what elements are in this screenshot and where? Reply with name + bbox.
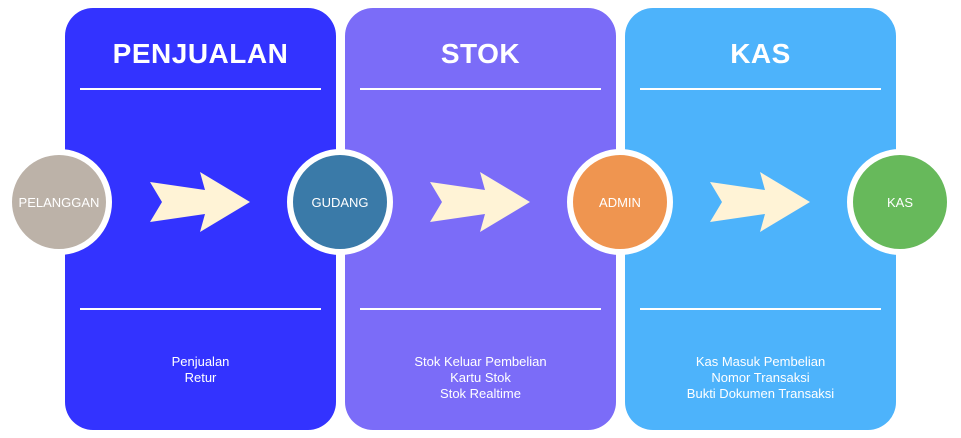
divider (640, 308, 881, 310)
divider (360, 308, 601, 310)
panel-details: Penjualan Retur (65, 354, 336, 386)
flow-arrow-icon (710, 172, 810, 232)
divider (360, 88, 601, 90)
divider (640, 88, 881, 90)
node-label: KAS (886, 194, 913, 210)
flow-arrow-icon (150, 172, 250, 232)
panel-details: Stok Keluar Pembelian Kartu Stok Stok Re… (345, 354, 616, 402)
node-label: PELANGGAN (18, 194, 100, 210)
panel-title: PENJUALAN (112, 38, 289, 69)
panel-title: KAS (730, 38, 791, 69)
flow-arrow-icon (430, 172, 530, 232)
panel-title: STOK (440, 38, 521, 69)
detail-line: Stok Keluar Pembelian (414, 354, 547, 369)
node-gudang: GUDANG (287, 149, 393, 255)
node-kas: KAS (847, 149, 953, 255)
detail-line: Kartu Stok (450, 370, 511, 385)
node-label: GUDANG (311, 194, 369, 210)
divider (80, 308, 321, 310)
detail-line: Bukti Dokumen Transaksi (686, 386, 835, 401)
detail-line: Retur (184, 370, 217, 385)
panel-details: Kas Masuk Pembelian Nomor Transaksi Bukt… (625, 354, 896, 402)
detail-line: Kas Masuk Pembelian (695, 354, 826, 369)
detail-line: Stok Realtime (440, 386, 521, 401)
node-admin: ADMIN (567, 149, 673, 255)
node-pelanggan: PELANGGAN (6, 149, 112, 255)
divider (80, 88, 321, 90)
detail-line: Penjualan (171, 354, 230, 369)
node-label: ADMIN (599, 194, 641, 210)
detail-line: Nomor Transaksi (711, 370, 810, 385)
